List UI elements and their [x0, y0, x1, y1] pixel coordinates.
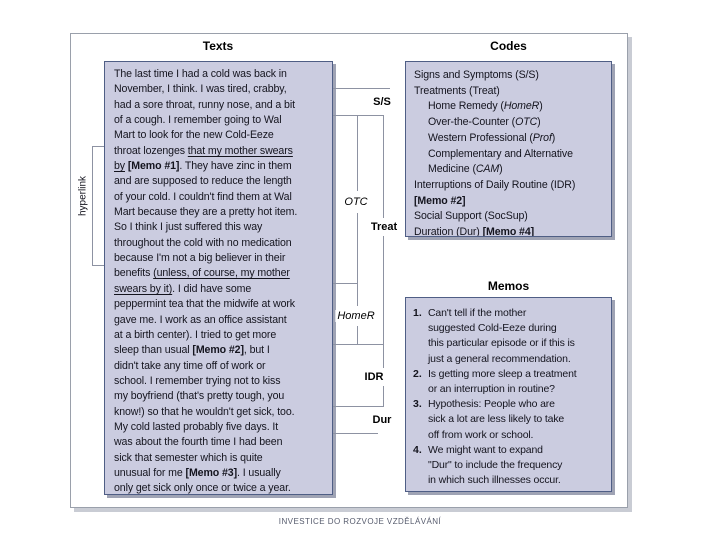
code-item: Over-the-Counter (OTC)	[428, 116, 541, 129]
transcript-line: sleep than usual [Memo #2], but I	[114, 344, 270, 357]
codes-panel-title: Codes	[490, 39, 527, 53]
transcript-line: only get sick only once or twice a year.	[114, 482, 291, 495]
transcript-line: of your cold. I couldn't find them at Wa…	[114, 190, 292, 203]
otc-bracket-line-upper	[357, 115, 358, 191]
memos-list: 1. Can't tell if the mother suggested Cold…	[406, 298, 611, 488]
transcript-line: The last time I had a cold was back in	[114, 68, 287, 80]
texts-panel-title: Texts	[202, 39, 234, 53]
memo-line: Hypothesis: People who are	[428, 398, 555, 411]
idr-bottom-tick	[333, 406, 384, 407]
transcript-line: unusual for me [Memo #3]. I usually	[114, 466, 281, 479]
idr-bracket-line-lower	[383, 386, 384, 406]
dur-code-label: Dur	[370, 414, 394, 426]
memo-line: in which such illnesses occur.	[428, 474, 561, 487]
codes-panel: Signs and Symptoms (S/S) Treatments (Trea…	[405, 61, 612, 237]
homer-bracket-line-lower	[357, 326, 358, 344]
hyperlink-bracket-bottom-tick	[92, 265, 104, 266]
transcript-line: at a birth center). I tried to get more	[114, 328, 277, 341]
memo-line: sick a lot are less likely to take	[428, 413, 565, 426]
otc-homer-divider-tick	[333, 283, 358, 284]
code-item: Home Remedy (HomeR)	[428, 100, 543, 113]
memos-panel-title: Memos	[487, 279, 530, 293]
transcript-line: had a sore throat, runny nose, and a bit	[114, 98, 295, 111]
memo-line: suggested Cold-Eeze during	[428, 322, 557, 335]
memo-number: 1.	[413, 307, 422, 319]
memo-line: "Dur" to include the frequency	[428, 459, 563, 472]
transcript-line: know!) so that he wouldn't get sick, too…	[114, 405, 295, 418]
ss-code-label: S/S	[371, 96, 393, 108]
transcript-line: So I think I just suffered this way	[114, 221, 263, 234]
dur-bottom-tick	[333, 433, 378, 434]
memo-line: We might want to expand	[428, 443, 543, 456]
transcript-line: swears by it). I did have some	[114, 282, 252, 295]
transcript-line: my boyfriend (that's pretty tough, you	[114, 390, 285, 403]
transcript-line: and are supposed to reduce the length	[114, 175, 292, 188]
code-item: Complementary and Alternative	[428, 147, 573, 160]
memos-panel: 1. Can't tell if the mother suggested Cold…	[405, 297, 612, 492]
code-item: Duration (Dur) [Memo #4]	[414, 226, 535, 237]
transcript-line: gave me. I work as an office assistant	[114, 313, 287, 326]
treat-code-label: Treat	[368, 221, 400, 233]
transcript-line: throat lozenges that my mother swears	[114, 144, 293, 157]
memo-line: Is getting more sleep a treatment	[428, 367, 577, 380]
transcript-line: school. I remember trying not to kiss	[114, 374, 281, 387]
homer-code-label: HomeR	[335, 310, 377, 322]
texts-panel: The last time I had a cold was back in No…	[104, 61, 333, 495]
memo-item: 3. Hypothesis: People who are sick a lot a…	[413, 397, 607, 443]
transcript-line: was about the fourth time I had been	[114, 436, 283, 449]
treat-idr-divider-tick	[333, 344, 384, 345]
transcript-line: peppermint tea that the midwife at work	[114, 298, 295, 311]
hyperlink-label: hyperlink	[77, 172, 89, 220]
transcript-line: My cold lasted probably five days. It	[114, 420, 279, 433]
otc-homer-bracket-line-mid	[357, 213, 358, 306]
transcript-line: didn't take any time off of work or	[114, 359, 266, 372]
transcript-text: The last time I had a cold was back in No…	[105, 62, 332, 495]
transcript-line: by [Memo #1]. They have zinc in them	[114, 160, 292, 173]
transcript-line: November, I think. I was tired, crabby,	[114, 83, 287, 96]
memo-item: 1. Can't tell if the mother suggested Cold…	[413, 306, 607, 367]
treat-bracket-line-upper	[383, 115, 384, 218]
idr-code-label: IDR	[362, 371, 386, 383]
treat-idr-bracket-line-mid	[383, 236, 384, 368]
ss-top-tick	[333, 88, 390, 89]
memo-number: 4.	[413, 443, 422, 456]
code-item: [Memo #2]	[414, 194, 466, 207]
code-item: Social Support (SocSup)	[414, 210, 528, 223]
transcript-line: benefits (unless, of course, my mother	[114, 267, 290, 280]
transcript-line: Mart because they are a pretty hot item.	[114, 206, 298, 219]
otc-code-label: OTC	[342, 196, 370, 208]
hyperlink-bracket-top-tick	[92, 146, 104, 147]
code-item: Western Professional (Prof)	[428, 131, 556, 144]
transcript-line: of a cough. I remember going to Wal	[114, 114, 282, 127]
memo-item: 2. Is getting more sleep a treatment or an…	[413, 367, 607, 397]
transcript-line: throughout the cold with no medication	[114, 236, 292, 249]
memo-line: off from work or school.	[428, 428, 534, 441]
memo-item: 4. We might want to expand "Dur" to includ…	[413, 443, 607, 489]
slide-caption: INVESTICE DO ROZVOJE VZDĚLÁVÁNÍ	[278, 517, 442, 526]
memo-line: or an interruption in routine?	[428, 383, 555, 396]
code-item: Interruptions of Daily Routine (IDR)	[414, 178, 576, 191]
code-item: Signs and Symptoms (S/S)	[414, 69, 539, 81]
code-item: Medicine (CAM)	[428, 163, 503, 176]
transcript-line: Mart to look for the new Cold-Eeze	[114, 129, 274, 142]
memo-line: Can't tell if the mother	[428, 307, 527, 319]
codes-list: Signs and Symptoms (S/S) Treatments (Trea…	[406, 62, 611, 237]
transcript-line: because I'm not a big believer in their	[114, 252, 286, 265]
hyperlink-bracket-line	[92, 146, 93, 265]
memo-number: 3.	[413, 398, 422, 411]
memo-line: this particular episode or if this is	[428, 337, 575, 350]
ss-bottom-tick	[333, 115, 384, 116]
code-item: Treatments (Treat)	[414, 84, 500, 97]
transcript-line: sick that semester which is quite	[114, 451, 263, 464]
memo-number: 2.	[413, 367, 422, 380]
memo-line: just a general recommendation.	[428, 352, 571, 365]
